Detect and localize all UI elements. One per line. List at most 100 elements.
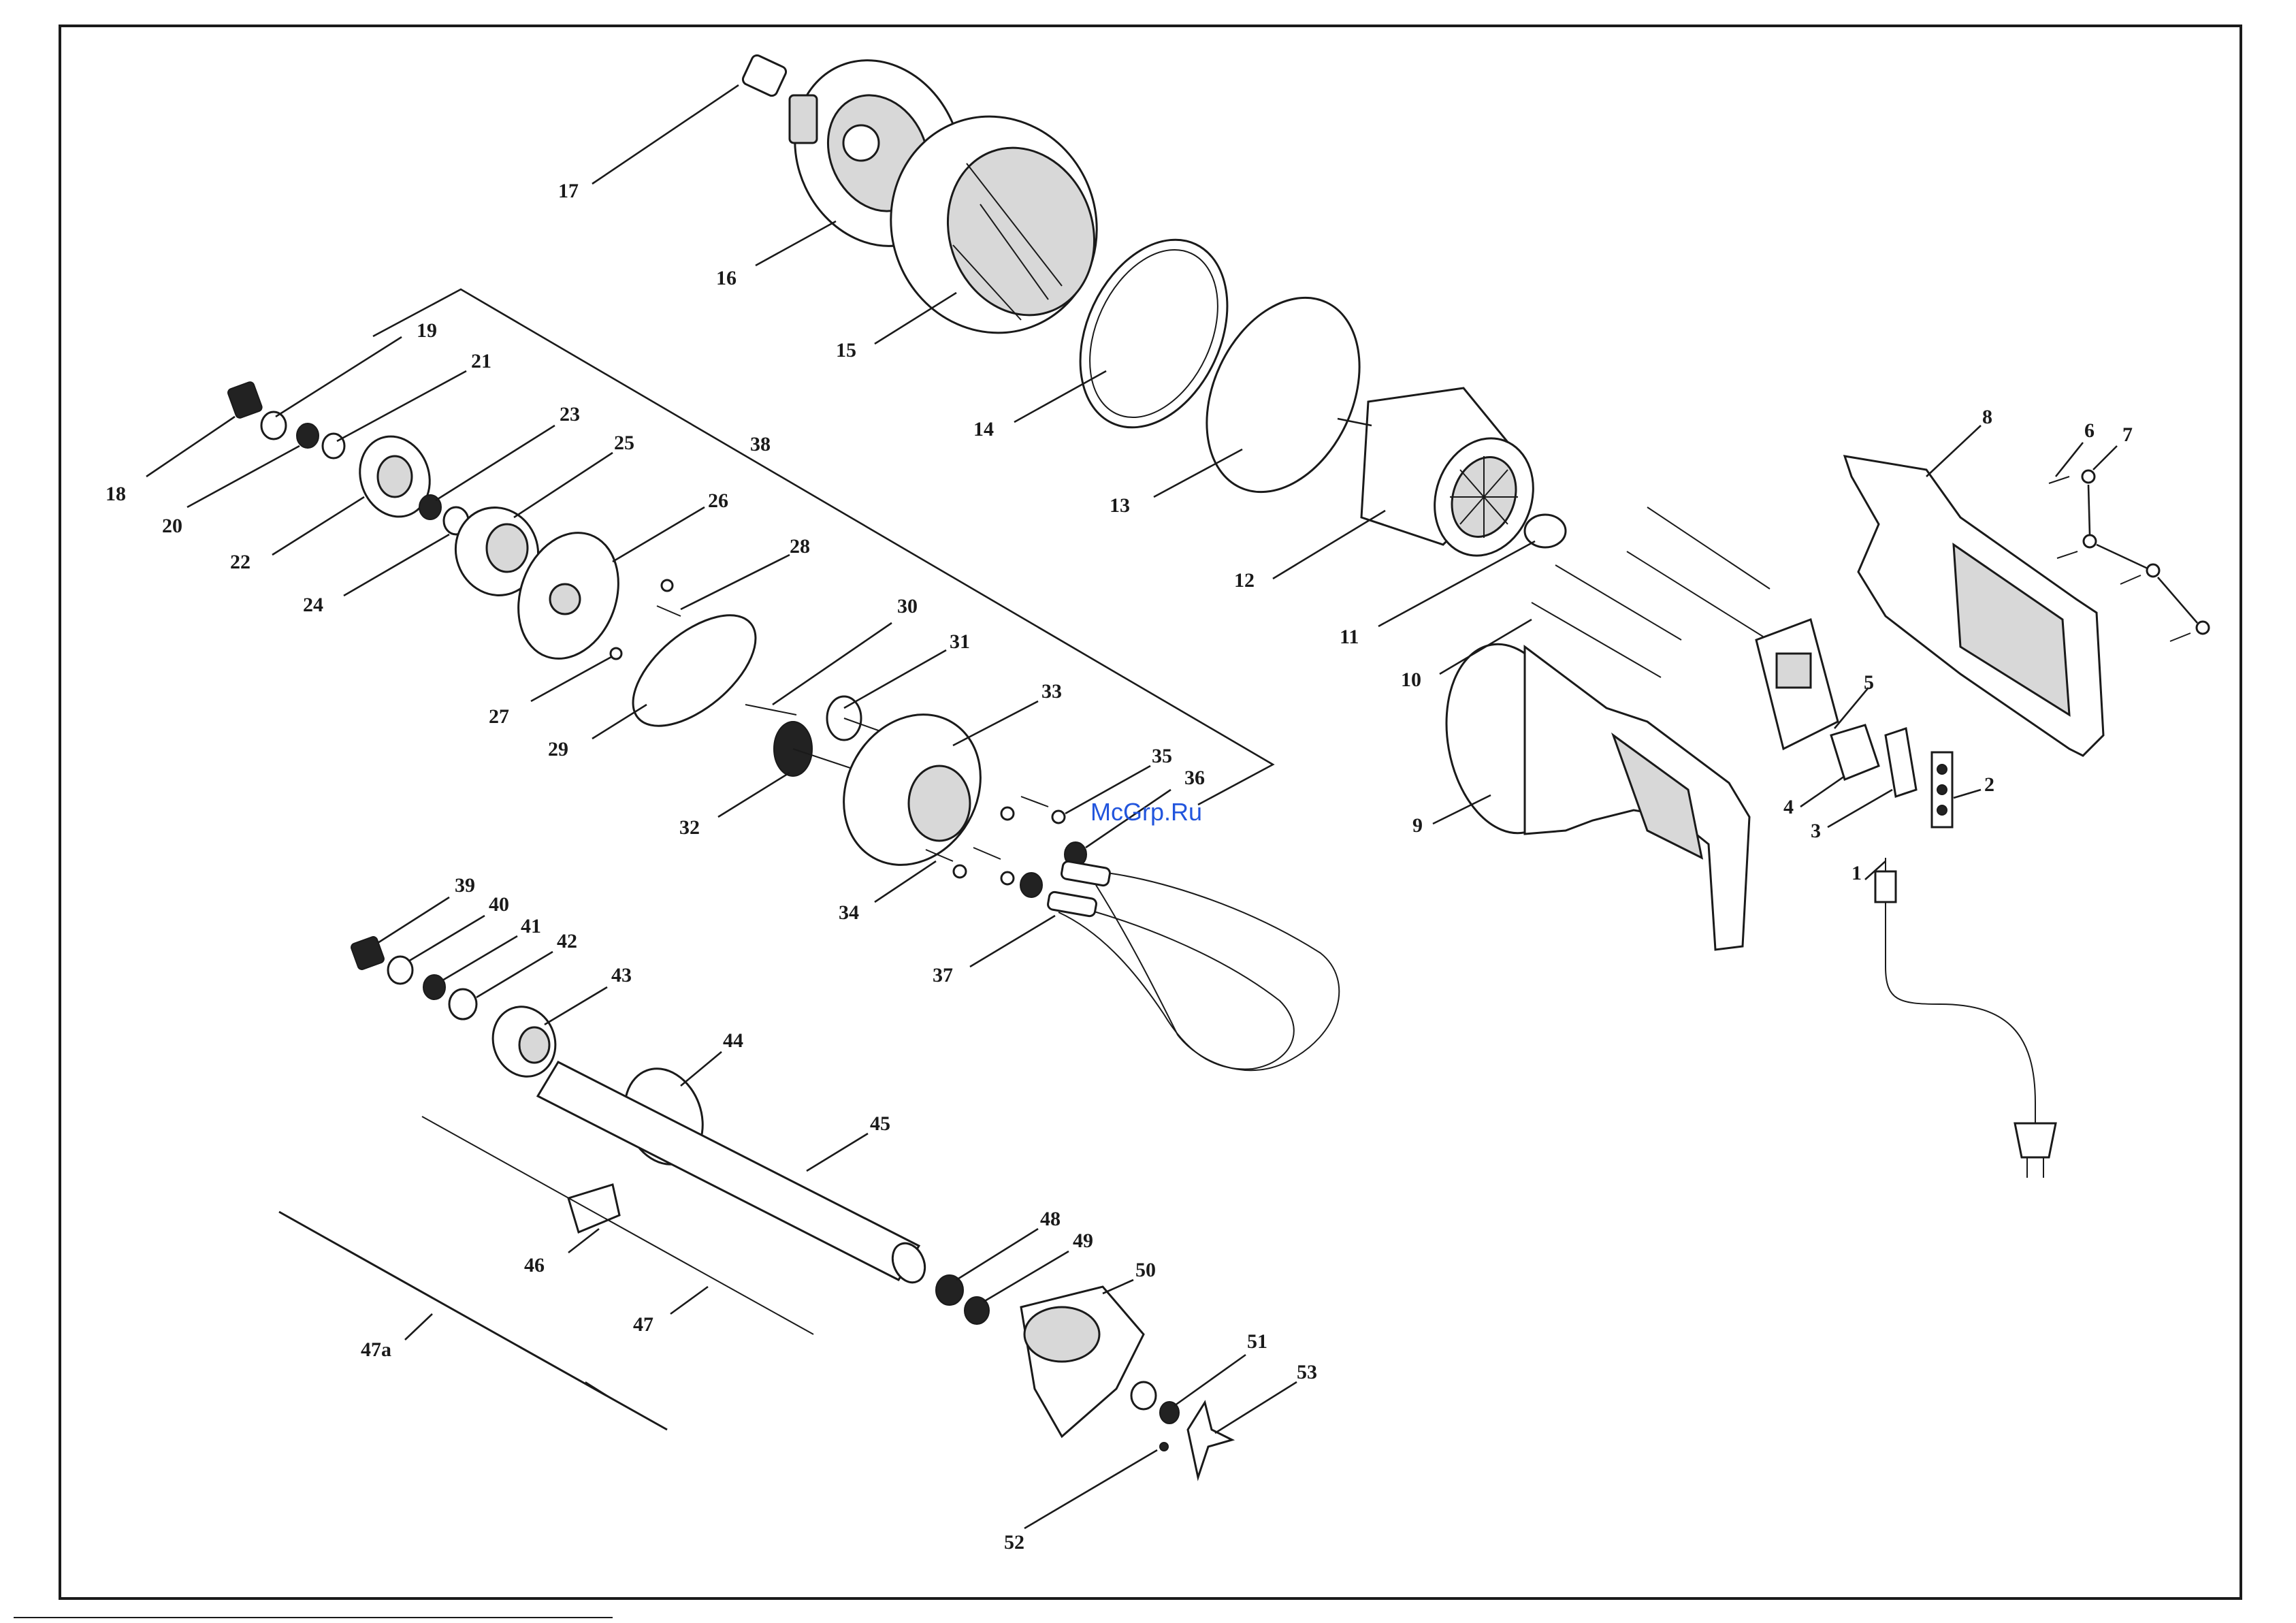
callout-27: 27 bbox=[489, 657, 611, 728]
label-19: 19 bbox=[417, 319, 437, 342]
label-47a: 47a bbox=[361, 1338, 391, 1361]
callout-51: 51 bbox=[1174, 1330, 1267, 1406]
callout-4: 4 bbox=[1783, 776, 1845, 818]
label-50: 50 bbox=[1135, 1259, 1156, 1281]
callout-33: 33 bbox=[953, 680, 1062, 745]
label-51: 51 bbox=[1247, 1330, 1267, 1353]
callout-14: 14 bbox=[973, 371, 1106, 440]
callout-8: 8 bbox=[1926, 406, 1992, 477]
part-40-42-washers bbox=[388, 957, 476, 1019]
callout-50: 50 bbox=[1103, 1259, 1156, 1293]
label-10: 10 bbox=[1401, 669, 1421, 691]
part-50-blade-guard bbox=[1021, 1287, 1144, 1436]
part-4-switch bbox=[1831, 725, 1879, 780]
label-14: 14 bbox=[973, 418, 994, 440]
part-46-clip bbox=[568, 1185, 619, 1232]
label-24: 24 bbox=[303, 594, 323, 616]
label-36: 36 bbox=[1184, 767, 1205, 789]
part-8-cover bbox=[1845, 456, 2103, 756]
callout-30: 30 bbox=[773, 595, 918, 705]
callout-12: 12 bbox=[1234, 511, 1385, 592]
callout-22: 22 bbox=[230, 497, 364, 573]
label-38: 38 bbox=[750, 433, 771, 455]
callout-5: 5 bbox=[1834, 671, 1874, 728]
label-30: 30 bbox=[897, 595, 918, 617]
callout-25: 25 bbox=[514, 432, 634, 517]
label-8: 8 bbox=[1982, 406, 1992, 428]
label-13: 13 bbox=[1110, 494, 1130, 517]
callout-40: 40 bbox=[408, 893, 509, 961]
callout-29: 29 bbox=[548, 705, 647, 760]
label-16: 16 bbox=[716, 267, 737, 289]
label-39: 39 bbox=[455, 874, 475, 897]
callout-26: 26 bbox=[613, 489, 728, 562]
label-53: 53 bbox=[1297, 1361, 1317, 1383]
part-12-motor bbox=[1338, 388, 1549, 570]
part-2-contact-plate bbox=[1932, 752, 1952, 827]
label-44: 44 bbox=[723, 1029, 743, 1052]
part-3-switch-plate bbox=[1886, 728, 1916, 797]
label-20: 20 bbox=[162, 515, 182, 537]
callout-19: 19 bbox=[276, 319, 437, 417]
label-21: 21 bbox=[471, 350, 491, 372]
label-25: 25 bbox=[614, 432, 634, 454]
label-7: 7 bbox=[2122, 423, 2133, 446]
part-18-gear bbox=[227, 381, 263, 419]
label-52: 52 bbox=[1004, 1531, 1024, 1554]
callout-53: 53 bbox=[1215, 1361, 1317, 1433]
part-28-screw bbox=[657, 606, 681, 616]
part-10-screws bbox=[1532, 507, 1770, 677]
callout-2: 2 bbox=[1954, 773, 1994, 798]
callout-7: 7 bbox=[2088, 423, 2197, 623]
label-34: 34 bbox=[839, 901, 859, 924]
label-47: 47 bbox=[633, 1313, 653, 1336]
part-19-20-washers bbox=[261, 412, 344, 458]
label-15: 15 bbox=[836, 339, 856, 361]
callout-37: 37 bbox=[933, 916, 1055, 986]
callout-48: 48 bbox=[956, 1208, 1061, 1280]
callout-47a: 47a bbox=[361, 1314, 432, 1361]
label-4: 4 bbox=[1783, 796, 1794, 818]
callout-32: 32 bbox=[679, 773, 790, 839]
watermark-text: McGrp.Ru bbox=[1090, 798, 1202, 826]
label-17: 17 bbox=[558, 180, 579, 202]
callout-11: 11 bbox=[1340, 541, 1535, 648]
part-48-49-bearings bbox=[936, 1275, 989, 1324]
part-53-blade bbox=[1188, 1402, 1232, 1477]
callout-3: 3 bbox=[1811, 790, 1892, 842]
label-26: 26 bbox=[708, 489, 728, 512]
part-37-whisks bbox=[1047, 861, 1339, 1070]
label-22: 22 bbox=[230, 551, 250, 573]
label-18: 18 bbox=[106, 483, 126, 505]
callout-15: 15 bbox=[836, 293, 956, 361]
label-1: 1 bbox=[1852, 862, 1862, 884]
callout-42: 42 bbox=[476, 930, 577, 997]
callout-47: 47 bbox=[633, 1287, 708, 1336]
callout-39: 39 bbox=[378, 874, 475, 943]
label-41: 41 bbox=[521, 915, 541, 937]
part-17-sleeve bbox=[741, 54, 788, 98]
part-9-handle-housing bbox=[1432, 634, 1749, 950]
callout-52: 52 bbox=[1004, 1450, 1157, 1554]
part-51-washers bbox=[1131, 1382, 1179, 1424]
label-2: 2 bbox=[1984, 773, 1994, 796]
callout-41: 41 bbox=[442, 915, 541, 980]
part-52-screw bbox=[1160, 1443, 1168, 1451]
callout-24: 24 bbox=[303, 534, 449, 616]
label-31: 31 bbox=[950, 630, 970, 653]
label-40: 40 bbox=[489, 893, 509, 916]
callout-34: 34 bbox=[839, 861, 936, 924]
callout-43: 43 bbox=[545, 964, 632, 1025]
part-45-tube bbox=[538, 1062, 931, 1287]
part-30-shaft bbox=[745, 705, 796, 715]
label-48: 48 bbox=[1040, 1208, 1061, 1230]
callout-44: 44 bbox=[681, 1029, 743, 1086]
callout-9: 9 bbox=[1412, 795, 1491, 837]
label-12: 12 bbox=[1234, 569, 1255, 592]
callout-28: 28 bbox=[681, 535, 810, 609]
label-27: 27 bbox=[489, 705, 509, 728]
callout-49: 49 bbox=[984, 1230, 1093, 1302]
label-37: 37 bbox=[933, 964, 953, 986]
label-42: 42 bbox=[557, 930, 577, 952]
